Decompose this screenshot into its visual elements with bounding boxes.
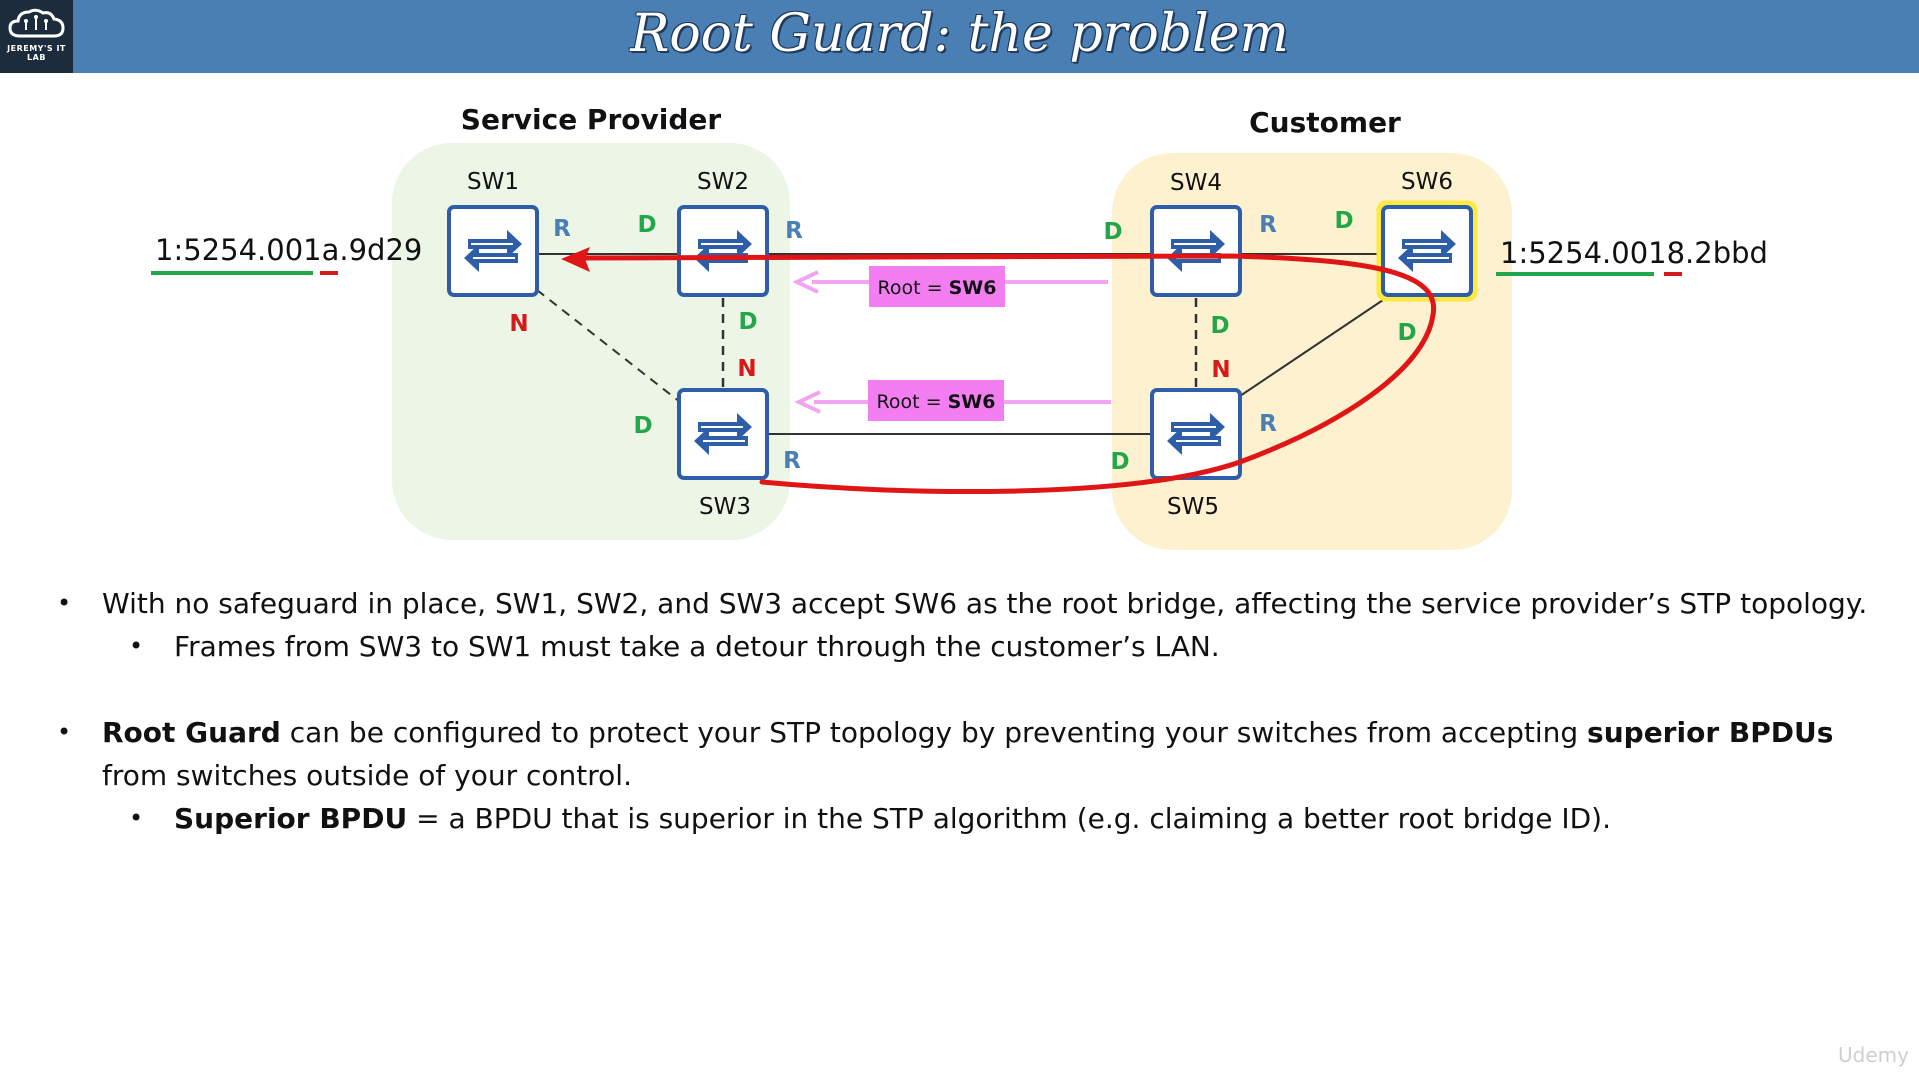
- sw1-bridge-id: 1:5254.001a.9d29: [155, 233, 422, 267]
- sw1-label: SW1: [467, 169, 519, 195]
- bpdu-label-lower-box: [868, 380, 1004, 421]
- sw6-label: SW6: [1401, 169, 1453, 195]
- sw2-port-role-root: R: [785, 218, 803, 244]
- sw2-port-role-designated-sw1: D: [637, 212, 656, 238]
- sw4-port-role-root: R: [1259, 212, 1277, 238]
- bullet-superior-bpdu: •Superior BPDU = a BPDU that is superior…: [55, 797, 1885, 840]
- sw1-switch-icon[interactable]: [447, 205, 539, 297]
- bpdu-arrow-upper: Root = SW6: [792, 266, 1108, 307]
- sw1-port-role-root: R: [553, 216, 571, 242]
- network-diagram: Service Provider Customer SW1 SW2 SW4 SW…: [151, 103, 1768, 550]
- bpdu-label-upper: Root = SW6: [878, 277, 997, 299]
- sw2-label: SW2: [697, 169, 749, 195]
- sw3-port-role-root: R: [783, 448, 801, 474]
- bullet-dot: •: [57, 718, 72, 746]
- slide-title: Root Guard: the problem: [630, 4, 1289, 64]
- udemy-watermark: Udemy: [1838, 1043, 1909, 1067]
- sw6-switch-icon[interactable]: [1381, 205, 1473, 297]
- title-bar: JEREMY'S IT LAB Root Guard: the problem: [0, 0, 1919, 73]
- bullet-detour: •Frames from SW3 to SW1 must take a deto…: [55, 625, 1885, 668]
- customer-label: Customer: [1249, 106, 1401, 139]
- sw6-port-role-designated-sw5: D: [1397, 320, 1416, 346]
- sw4-switch-icon[interactable]: [1150, 205, 1242, 297]
- sw5-port-role-nondesignated: N: [1211, 357, 1230, 383]
- service-provider-area: [392, 143, 790, 540]
- sw1-port-role-nondesignated: N: [509, 311, 528, 337]
- sw5-port-role-root: R: [1259, 411, 1277, 437]
- sw4-port-role-designated-sw5: D: [1210, 313, 1229, 339]
- bpdu-label-upper-box: [869, 266, 1005, 307]
- bpdu-arrow-lower: Root = SW6: [794, 380, 1111, 421]
- sw3-port-role-nondesignated: N: [737, 356, 756, 382]
- sw6-root-highlight: [1376, 200, 1478, 302]
- sw2-switch-icon[interactable]: [677, 205, 769, 297]
- bullet-list: •With no safeguard in place, SW1, SW2, a…: [55, 582, 1885, 840]
- sw4-port-role-designated-sw2: D: [1103, 219, 1122, 245]
- sw3-label: SW3: [699, 494, 751, 520]
- sw6-port-role-designated-sw4: D: [1334, 208, 1353, 234]
- link-sw5-sw6: [1239, 297, 1387, 397]
- jeremys-it-lab-logo: JEREMY'S IT LAB: [0, 0, 73, 73]
- sw3-port-role-designated-sw1: D: [633, 413, 652, 439]
- sw5-port-role-designated-sw3: D: [1110, 449, 1129, 475]
- detour-path: [561, 247, 1437, 495]
- sw3-switch-icon[interactable]: [677, 388, 769, 480]
- service-provider-label: Service Provider: [461, 103, 722, 136]
- cloud-icon: [8, 8, 65, 38]
- sw4-label: SW4: [1170, 170, 1222, 196]
- sw6-bridge-id: 1:5254.0018.2bbd: [1500, 236, 1768, 270]
- bullet-dot: •: [57, 589, 72, 617]
- bullet-dot: •: [129, 804, 144, 832]
- sw5-label: SW5: [1167, 494, 1219, 520]
- bullet-no-safeguard: •With no safeguard in place, SW1, SW2, a…: [55, 582, 1885, 625]
- bullet-dot: •: [129, 632, 144, 660]
- link-sw1-sw3: [536, 289, 681, 403]
- logo-text: JEREMY'S IT LAB: [7, 44, 66, 62]
- bpdu-label-lower: Root = SW6: [877, 391, 996, 413]
- sw2-port-role-designated-sw3: D: [738, 309, 757, 335]
- bullet-root-guard: •Root Guard can be configured to protect…: [55, 711, 1885, 797]
